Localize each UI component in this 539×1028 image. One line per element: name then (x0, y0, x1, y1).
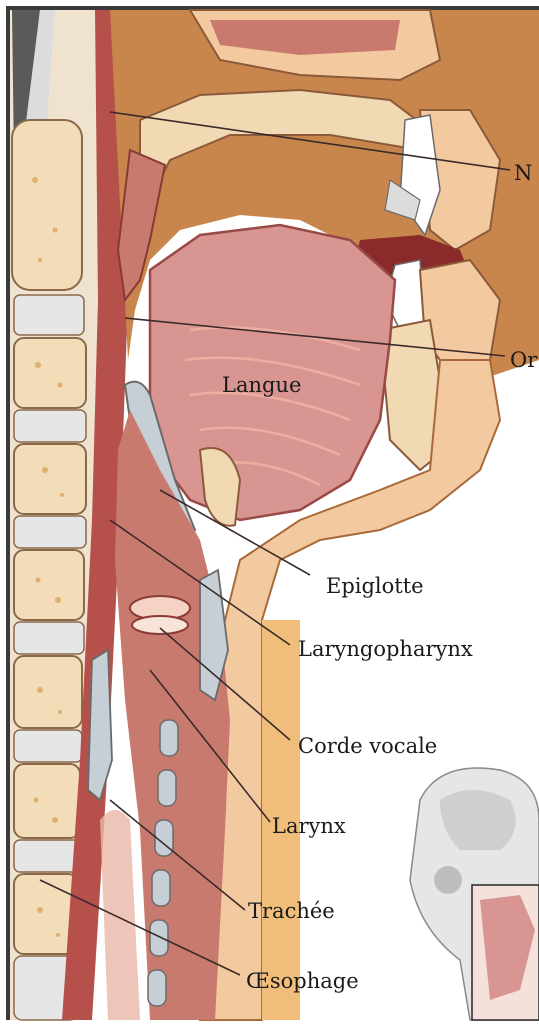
disc-1 (14, 295, 84, 335)
vertebra-c2 (12, 120, 82, 290)
disc-3 (14, 516, 86, 548)
label-esophagus: Œsophage (246, 969, 359, 993)
vertebra-c6 (14, 656, 82, 728)
disc-4 (14, 622, 84, 654)
inset-ear (434, 866, 462, 894)
label-laryngopharynx: Laryngopharynx (298, 637, 473, 661)
label-trachea: Trachée (248, 899, 335, 923)
disc-6 (14, 840, 80, 872)
label-larynx: Larynx (272, 814, 346, 838)
vertebra-c4 (14, 444, 86, 514)
label-vocal-cord: Corde vocale (298, 734, 437, 758)
label-nasopharynx: N (514, 161, 532, 185)
vertebra-c5 (14, 550, 84, 620)
disc-5 (14, 730, 82, 762)
vertebra-c3 (14, 338, 86, 408)
disc-2 (14, 410, 86, 442)
vocal-cord-lower (132, 616, 188, 634)
vertebra-c7 (14, 764, 80, 838)
label-tongue: Langue (222, 373, 301, 397)
label-oropharynx: Or (510, 348, 538, 372)
label-epiglottis: Epiglotte (326, 574, 424, 598)
